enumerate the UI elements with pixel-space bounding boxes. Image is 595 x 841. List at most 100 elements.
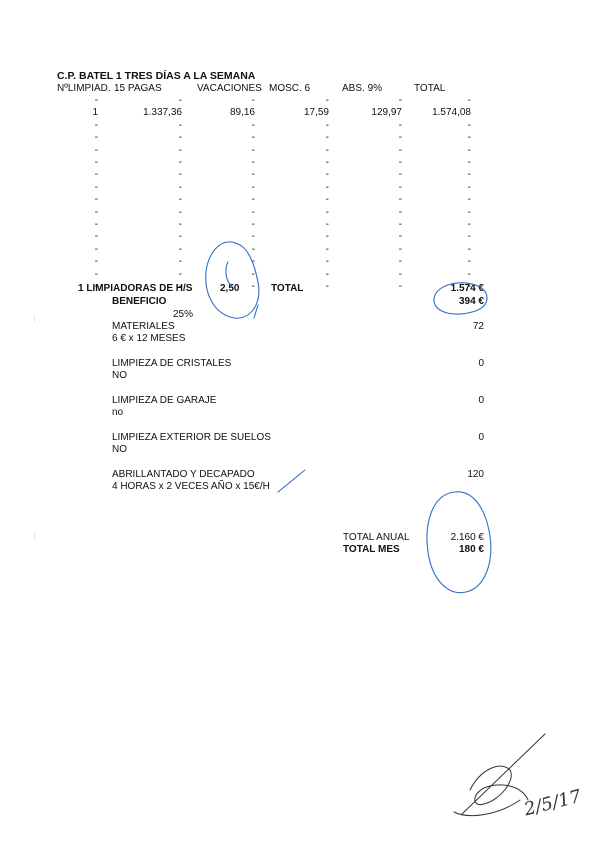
summary-total-label: TOTAL	[271, 283, 304, 294]
table-cell: -	[325, 194, 329, 206]
table-cell: -	[467, 206, 471, 218]
punch-mark	[34, 314, 39, 322]
table-cell: -	[398, 243, 402, 255]
table-cell: -	[251, 256, 255, 268]
table-cell: 129,97	[371, 107, 402, 119]
item-label: ABRILLANTADO Y DECAPADO	[112, 469, 255, 480]
table-cell: -	[251, 231, 255, 243]
item-label: MATERIALES	[112, 321, 175, 332]
table-cell: -	[467, 194, 471, 206]
table-cell: -	[325, 119, 329, 131]
summary-hours: 2,50	[220, 283, 240, 294]
table-cell: -	[398, 95, 402, 106]
table-cell: 1	[92, 107, 98, 119]
table-cell: -	[398, 119, 402, 131]
table-cell: -	[178, 231, 182, 243]
table-cell: -	[467, 243, 471, 255]
item-detail: no	[112, 407, 124, 418]
col-header-limpiad: NºLIMPIAD.	[57, 83, 111, 94]
table-cell: -	[467, 268, 471, 280]
table-cell: -	[178, 119, 182, 131]
table-cell: -	[251, 206, 255, 218]
beneficio-label: BENEFICIO	[112, 296, 167, 307]
table-cell: -	[178, 194, 182, 206]
table-cell: -	[325, 281, 329, 292]
total-mes-label: TOTAL MES	[343, 544, 400, 555]
table-cell: -	[325, 256, 329, 268]
table-cell: -	[251, 281, 255, 292]
table-cell: -	[178, 132, 182, 144]
table-cell: -	[398, 281, 402, 292]
col-header-15-pagas: 15 PAGAS	[114, 83, 162, 94]
table-cell: -	[467, 256, 471, 268]
table-cell: -	[325, 181, 329, 193]
item-value: 0	[478, 358, 484, 369]
item-detail: 6 € x 12 MESES	[112, 333, 186, 344]
table-cell: -	[251, 219, 255, 230]
table-cell: -	[94, 256, 98, 268]
table-cell: -	[325, 132, 329, 144]
beneficio-pct: 25%	[173, 309, 194, 320]
table-cell: 1.574,08	[432, 107, 471, 119]
summary-total-value: 1.574 €	[450, 283, 484, 294]
table-cell: 17,59	[303, 107, 329, 119]
total-anual-value: 2.160 €	[450, 532, 484, 543]
item-label: LIMPIEZA EXTERIOR DE SUELOS	[112, 432, 271, 443]
table-cell: -	[398, 169, 402, 181]
table-cell: -	[398, 206, 402, 218]
table-cell: -	[94, 268, 98, 280]
table-cell: -	[398, 231, 402, 243]
table-cell: -	[178, 144, 182, 156]
table-cell: -	[94, 243, 98, 255]
col-header-total: TOTAL	[414, 83, 446, 94]
table-cell: 1.337,36	[143, 107, 182, 119]
table-cell: -	[94, 231, 98, 243]
table-cell: -	[178, 157, 182, 168]
item-detail: NO	[112, 444, 127, 455]
table-cell: -	[178, 256, 182, 268]
table-cell: -	[467, 169, 471, 181]
table-cell: -	[178, 243, 182, 255]
table-cell: -	[94, 169, 98, 181]
table-cell: -	[467, 181, 471, 193]
table-cell: -	[325, 243, 329, 255]
col-header-vacaciones: VACACIONES	[197, 83, 262, 94]
item-detail: NO	[112, 370, 127, 381]
table-cell: -	[251, 157, 255, 168]
table-cell: -	[325, 95, 329, 106]
table-cell: -	[467, 119, 471, 131]
total-anual-label: TOTAL ANUAL	[343, 532, 410, 543]
table-cell: -	[94, 194, 98, 206]
table-cell: -	[398, 132, 402, 144]
table-cell: -	[398, 157, 402, 168]
table-cell: -	[178, 219, 182, 230]
table-cell: -	[94, 157, 98, 168]
beneficio-value: 394 €	[458, 296, 484, 307]
item-label: LIMPIEZA DE GARAJE	[112, 395, 217, 406]
item-value: 72	[472, 321, 484, 332]
table-cell: -	[325, 169, 329, 181]
table-cell: -	[251, 243, 255, 255]
table-cell: -	[325, 144, 329, 156]
table-cell: -	[325, 231, 329, 243]
col-header-abs: ABS. 9%	[342, 83, 383, 94]
table-cell: -	[251, 119, 255, 131]
table-cell: -	[251, 132, 255, 144]
table-cell: -	[251, 144, 255, 156]
table-cell: -	[94, 132, 98, 144]
table-cell: -	[467, 132, 471, 144]
table-cell: -	[178, 169, 182, 181]
table-cell: -	[467, 95, 471, 106]
table-cell: -	[178, 206, 182, 218]
table-cell: -	[178, 268, 182, 280]
item-label: LIMPIEZA DE CRISTALES	[112, 358, 232, 369]
table-cell: -	[398, 181, 402, 193]
table-cell: -	[94, 206, 98, 218]
table-cell: -	[178, 181, 182, 193]
table-cell: -	[398, 194, 402, 206]
item-detail: 4 HORAS x 2 VECES AÑO x 15€/H	[112, 481, 270, 492]
table-cell: -	[94, 219, 98, 230]
table-cell: -	[325, 219, 329, 230]
table-cell: -	[251, 181, 255, 193]
item-value: 0	[478, 395, 484, 406]
